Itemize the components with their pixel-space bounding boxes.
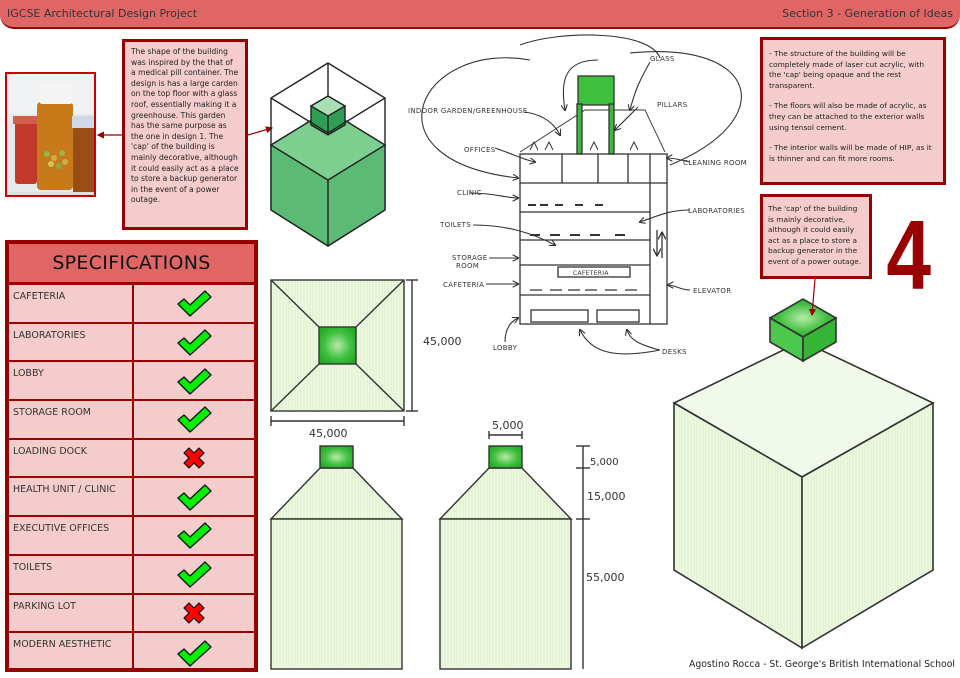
plan-height-dimension: 45,000 xyxy=(423,335,462,348)
large-isometric-model xyxy=(672,298,935,650)
label-lobby: LOBBY xyxy=(493,344,518,352)
header-bar: IGCSE Architectural Design Project Secti… xyxy=(0,0,960,29)
label-cafeteria-inner: CAFETERIA xyxy=(573,270,609,277)
front-elevation-drawing xyxy=(269,445,404,670)
spec-row: TOILETS xyxy=(9,555,254,595)
spec-row: HEALTH UNIT / CLINIC xyxy=(9,478,254,518)
label-offices: OFFICES xyxy=(464,146,496,154)
inspiration-text: The shape of the building was inspired b… xyxy=(131,47,239,205)
label-storage-room-1: STORAGE xyxy=(452,254,487,262)
cap-width-dimension: 5,000 xyxy=(492,419,524,432)
label-desks: DESKS xyxy=(662,348,687,356)
label-laboratories: LABORATORIES xyxy=(688,207,745,215)
label-toilets: TOILETS xyxy=(439,221,471,229)
label-cleaning-room: CLEANING ROOM xyxy=(683,159,747,167)
cap-note: The 'cap' of the building is mainly deco… xyxy=(760,194,872,279)
inspiration-note: The shape of the building was inspired b… xyxy=(122,39,248,230)
cross-icon xyxy=(134,595,254,632)
spec-row: PARKING LOT xyxy=(9,594,254,634)
spec-row: STORAGE ROOM xyxy=(9,401,254,440)
spec-row: LOBBY xyxy=(9,362,254,402)
side-elevation-drawing xyxy=(438,431,590,670)
specifications-title: SPECIFICATIONS xyxy=(9,244,254,285)
roof-height-dimension: 15,000 xyxy=(587,490,626,503)
spec-label: STORAGE ROOM xyxy=(9,401,134,438)
check-icon xyxy=(134,556,254,593)
cap-note-arrow xyxy=(808,278,817,317)
spec-label: TOILETS xyxy=(9,555,134,593)
check-icon xyxy=(134,633,254,672)
body-height-dimension: 55,000 xyxy=(586,571,625,584)
spec-label: HEALTH UNIT / CLINIC xyxy=(9,478,134,516)
label-storage-room-2: ROOM xyxy=(456,262,479,270)
spec-label: LOBBY xyxy=(9,362,134,400)
project-title: IGCSE Architectural Design Project xyxy=(7,7,198,20)
spec-label: LOADING DOCK xyxy=(9,439,134,477)
spec-row: LABORATORIES xyxy=(9,323,254,363)
spec-row: EXECUTIVE OFFICES xyxy=(9,517,254,556)
footer-credit: Agostino Rocca - St. George's British In… xyxy=(688,659,955,670)
label-pillars: PILLARS xyxy=(657,101,688,109)
cross-icon xyxy=(134,440,254,477)
pill-container-photo xyxy=(5,72,96,197)
label-glass: GLASS xyxy=(650,55,675,63)
building-section-drawing xyxy=(421,34,742,355)
spec-row: LOADING DOCK xyxy=(9,439,254,479)
section-title: Section 3 - Generation of Ideas xyxy=(782,7,953,20)
spec-label: LABORATORIES xyxy=(9,323,134,361)
spec-row: MODERN AESTHETIC xyxy=(9,633,254,672)
label-indoor-garden: INDOOR GARDEN/GREENHOUSE xyxy=(408,107,528,115)
spec-label: EXECUTIVE OFFICES xyxy=(9,517,134,554)
pill-bottles-image xyxy=(7,74,94,195)
spec-label: CAFETERIA xyxy=(9,285,134,322)
materials-note: - The structure of the building will be … xyxy=(760,37,946,185)
check-icon xyxy=(134,517,254,554)
cap-height-dimension: 5,000 xyxy=(590,457,619,468)
materials-point-3: - The interior walls will be made of HIP… xyxy=(769,143,932,163)
cap-text: The 'cap' of the building is mainly deco… xyxy=(768,204,862,266)
spec-label: PARKING LOT xyxy=(9,594,134,632)
design-number: 4 xyxy=(886,200,932,310)
check-icon xyxy=(134,362,254,399)
label-cafeteria: CAFETERIA xyxy=(443,281,484,289)
plan-view-drawing xyxy=(270,279,418,426)
plan-width-dimension: 45,000 xyxy=(309,427,348,440)
small-isometric-model xyxy=(269,62,387,247)
check-icon xyxy=(134,478,254,515)
materials-point-2: - The floors will also be made of acryli… xyxy=(769,101,927,132)
materials-point-1: - The structure of the building will be … xyxy=(769,49,925,90)
note-to-model-arrow xyxy=(247,126,274,136)
label-elevator: ELEVATOR xyxy=(693,287,731,295)
spec-row: CAFETERIA xyxy=(9,285,254,324)
spec-label: MODERN AESTHETIC xyxy=(9,633,134,672)
check-icon xyxy=(134,324,254,361)
label-clinic: CLINIC xyxy=(457,189,482,197)
check-icon xyxy=(134,285,254,322)
check-icon xyxy=(134,401,254,438)
